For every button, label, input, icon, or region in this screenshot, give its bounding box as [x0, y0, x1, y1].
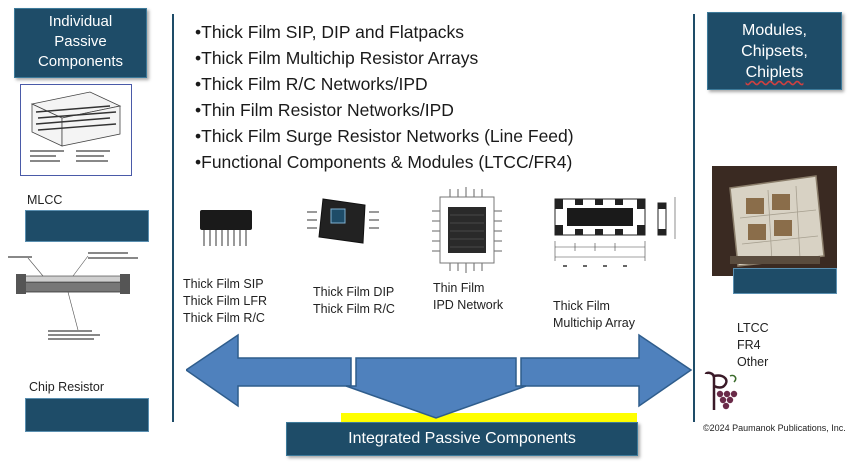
- sip-resistor-illustration: [200, 210, 252, 246]
- multichip-array-illustration: [554, 197, 676, 267]
- tab-line-1: Individual: [48, 13, 113, 30]
- ltcc-module-photo: [712, 166, 837, 276]
- tab-line-2: Chipsets,: [741, 43, 808, 60]
- caption-multichip-array: Thick Film Multichip Array: [553, 298, 635, 332]
- caption-line: Thin Film: [433, 281, 485, 295]
- multilayer-capacitor-illustration: [20, 84, 132, 176]
- tab-line-3: Chiplets: [745, 64, 804, 81]
- tab-line-3: Components: [37, 53, 124, 70]
- caption-line: Thick Film LFR: [183, 294, 268, 308]
- modules-chipsets-chiplets-tab: Modules, Chipsets, Chiplets: [707, 12, 842, 90]
- caption-line: IPD Network: [433, 298, 504, 312]
- caption-line: Thick Film DIP: [313, 285, 395, 299]
- caption-line: Multichip Array: [553, 316, 635, 330]
- caption-line: Thick Film: [553, 299, 610, 313]
- caption-thick-film-sip: Thick Film SIP Thick Film LFR Thick Film…: [183, 276, 267, 327]
- caption-line: Thick Film R/C: [313, 302, 395, 316]
- caption-line: Thick Film SIP: [183, 277, 264, 291]
- caption-thick-film-dip: Thick Film DIP Thick Film R/C: [313, 284, 395, 318]
- module-types-list: LTCC FR4 Other: [737, 320, 769, 371]
- individual-passive-components-tab: Individual Passive Components: [14, 8, 147, 78]
- bullet-1: •Thick Film SIP, DIP and Flatpacks: [195, 22, 465, 42]
- paumanok-grape-logo: [704, 371, 738, 410]
- caption-line: Thick Film R/C: [183, 311, 265, 325]
- mlcc-box: [25, 210, 149, 242]
- integrated-passive-components-banner: Integrated Passive Components: [286, 422, 638, 456]
- bullet-6: •Functional Components & Modules (LTCC/F…: [195, 152, 573, 172]
- copyright-text: ©2024 Paumanok Publications, Inc.: [703, 423, 846, 433]
- bullet-5: •Thick Film Surge Resistor Networks (Lin…: [195, 126, 574, 146]
- left-divider-line: [172, 14, 174, 422]
- right-divider-line: [693, 14, 695, 422]
- bullet-2: •Thick Film Multichip Resistor Arrays: [195, 48, 479, 68]
- bullet-4: •Thin Film Resistor Networks/IPD: [195, 100, 454, 120]
- chip-resistor-cross-section-illustration: [8, 252, 138, 340]
- chip-resistor-box: [25, 398, 149, 432]
- module-item-ltcc: LTCC: [737, 321, 769, 335]
- tab-line-1: Modules,: [742, 22, 807, 39]
- dip-resistor-illustration: [307, 198, 379, 244]
- modules-box: [733, 268, 837, 294]
- caption-thin-film-ipd: Thin Film IPD Network: [433, 280, 503, 314]
- bullet-3: •Thick Film R/C Networks/IPD: [195, 74, 428, 94]
- convergence-arrow: [186, 333, 693, 419]
- banner-text: Integrated Passive Components: [348, 430, 576, 447]
- chip-resistor-label: Chip Resistor: [29, 380, 105, 394]
- mlcc-label: MLCC: [27, 193, 63, 207]
- module-item-other: Other: [737, 355, 769, 369]
- tab-line-2: Passive: [54, 33, 107, 50]
- ipd-network-illustration: [432, 187, 502, 273]
- module-item-fr4: FR4: [737, 338, 761, 352]
